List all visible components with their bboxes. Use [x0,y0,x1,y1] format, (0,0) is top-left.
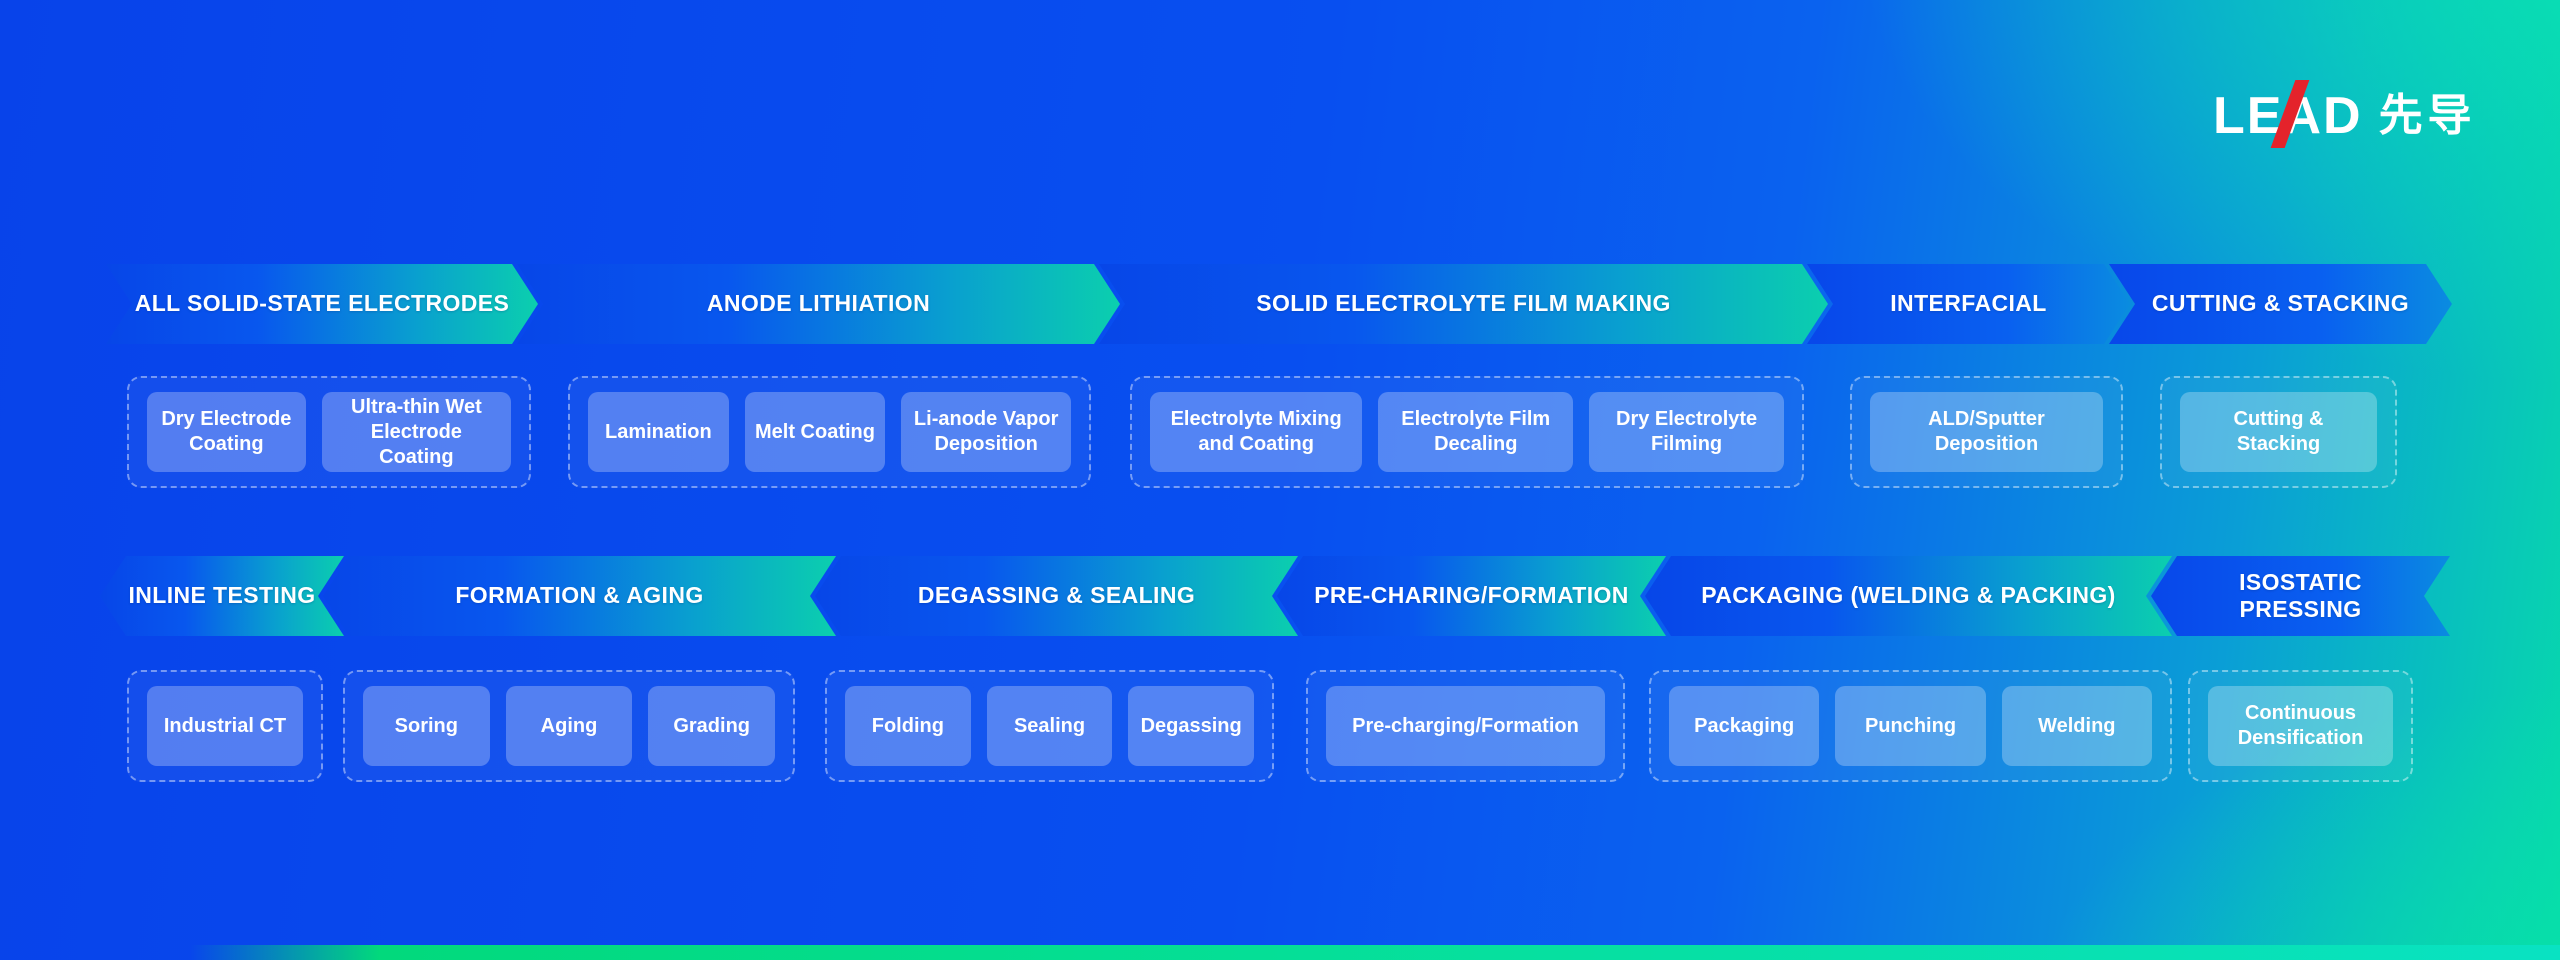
step-electrolyte-film-decaling: Electrolyte Film Decaling [1378,392,1574,472]
steps-pre-charging-formation: Pre-charging/Formation [1306,670,1625,782]
steps-all-solid-state-electrodes: Dry Electrode Coating Ultra-thin Wet Ele… [127,376,531,488]
stage-pre-charging-formation: PRE-CHARING/FORMATION [1277,556,1666,636]
steps-degassing-sealing: Folding Sealing Degassing [825,670,1274,782]
step-cutting-stacking: Cutting & Stacking [2180,392,2377,472]
stage-label: ALL SOLID-STATE ELECTRODES [134,290,510,317]
step-welding: Welding [2001,686,2152,766]
stage-packaging-welding-packing: PACKAGING (WELDING & PACKING) [1645,556,2172,636]
stage-degassing-sealing: DEGASSING & SEALING [815,556,1298,636]
step-lamination: Lamination [588,392,729,472]
stage-label: DEGASSING & SEALING [917,582,1196,609]
step-dry-electrode-coating: Dry Electrode Coating [147,392,306,472]
stage-label: CUTTING & STACKING [2151,290,2410,317]
logo-lead-text: LEAD [2213,80,2363,148]
steps-inline-testing: Industrial CT [127,670,323,782]
bottom-accent-strip [190,945,2560,960]
stage-all-solid-state-electrodes: ALL SOLID-STATE ELECTRODES [106,264,538,344]
steps-cutting-stacking: Cutting & Stacking [2160,376,2397,488]
step-punching: Punching [1835,686,1986,766]
steps-interfacial: ALD/Sputter Deposition [1850,376,2123,488]
step-folding: Folding [845,686,971,766]
steps-isostatic-pressing: Continuous Densification [2188,670,2413,782]
stage-label: INLINE TESTING [128,582,316,609]
stage-inline-testing: INLINE TESTING [100,556,344,636]
stage-label: SOLID ELECTROLYTE FILM MAKING [1256,290,1671,317]
step-continuous-densification: Continuous Densification [2208,686,2393,766]
logo-chinese-text: 先导 [2378,91,2477,140]
step-dry-electrolyte-filming: Dry Electrolyte Filming [1589,392,1785,472]
step-melt-coating: Melt Coating [744,392,886,472]
stage-label: PRE-CHARING/FORMATION [1314,582,1629,609]
step-li-anode-vapor-deposition: Li-anode Vapor Deposition [901,392,1071,472]
steps-packaging-welding-packing: Packaging Punching Welding [1649,670,2172,782]
stage-interfacial: INTERFACIAL [1807,264,2130,344]
step-ald-sputter-deposition: ALD/Sputter Deposition [1870,392,2103,472]
steps-anode-lithiation: Lamination Melt Coating Li-anode Vapor D… [568,376,1091,488]
steps-solid-electrolyte-film-making: Electrolyte Mixing and Coating Electroly… [1130,376,1804,488]
stage-label: INTERFACIAL [1890,290,2047,317]
step-electrolyte-mixing-and-coating: Electrolyte Mixing and Coating [1150,392,1363,472]
step-soring: Soring [363,686,490,766]
stage-cutting-stacking: CUTTING & STACKING [2109,264,2452,344]
stage-label: FORMATION & AGING [455,582,704,609]
step-degassing: Degassing [1128,686,1255,766]
stage-solid-electrolyte-film-making: SOLID ELECTROLYTE FILM MAKING [1099,264,1828,344]
step-packaging: Packaging [1669,686,1820,766]
stage-formation-aging: FORMATION & AGING [323,556,836,636]
step-ultra-thin-wet-electrode-coating: Ultra-thin Wet Electrode Coating [321,392,511,472]
stage-label: ANODE LITHIATION [706,290,931,317]
step-aging: Aging [505,686,633,766]
step-grading: Grading [648,686,776,766]
step-sealing: Sealing [986,686,1113,766]
stage-label: ISOSTATIC PRESSING [2239,568,2362,622]
steps-formation-aging: Soring Aging Grading [343,670,795,782]
step-pre-charging-formation: Pre-charging/Formation [1326,686,1605,766]
lead-logo: LEAD 先导 [2213,80,2477,148]
stage-isostatic-pressing: ISOSTATIC PRESSING [2151,556,2450,636]
stage-label: PACKAGING (WELDING & PACKING) [1701,582,2116,609]
step-industrial-ct: Industrial CT [147,686,303,766]
stage-anode-lithiation: ANODE LITHIATION [517,264,1120,344]
